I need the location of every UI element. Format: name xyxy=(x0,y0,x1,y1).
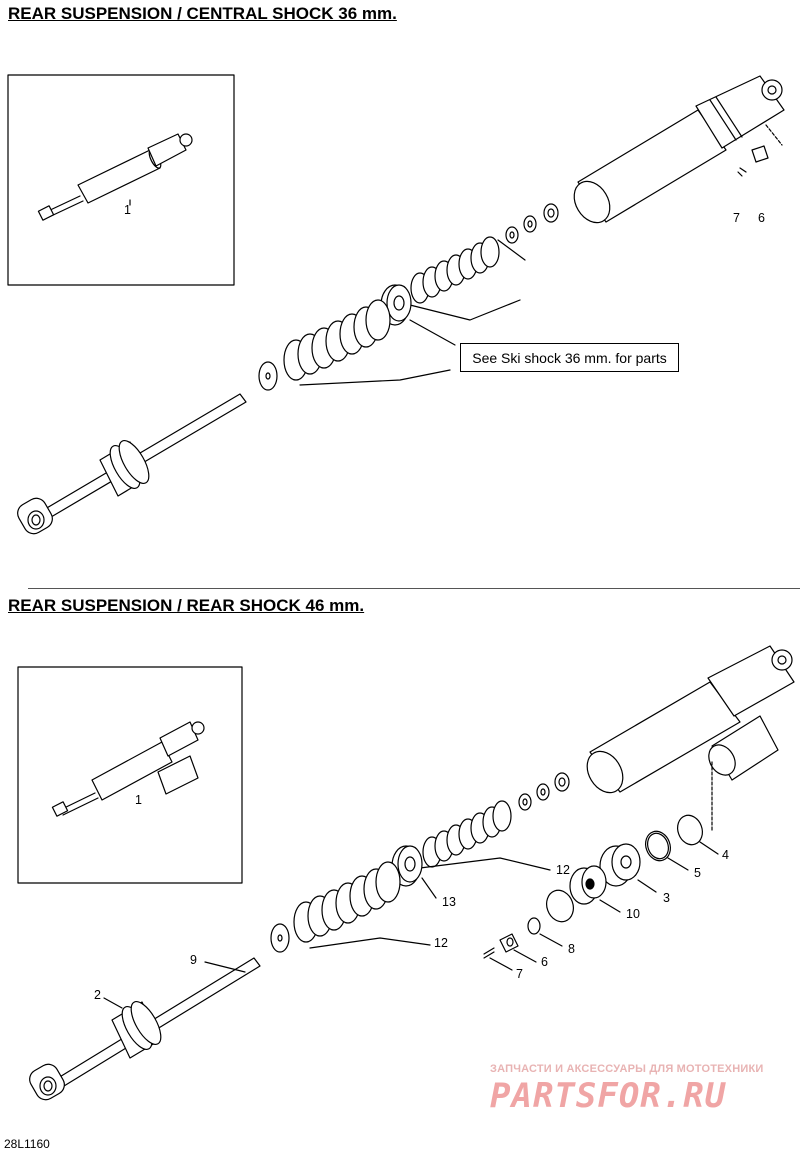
seal-ring-4 xyxy=(677,814,703,846)
cap-3 xyxy=(599,843,641,887)
ref-label: 6 xyxy=(758,211,765,225)
shock-body-top xyxy=(573,75,785,224)
ref-label: 7 xyxy=(516,967,523,981)
shaft-assembly-bottom xyxy=(29,957,261,1101)
ref-label: 2 xyxy=(94,988,101,1002)
washer-bottom xyxy=(270,923,290,953)
leader-spring-small-bottom xyxy=(419,857,551,871)
watermark-tagline: ЗАПЧАСТИ И АКСЕССУАРЫ ДЛЯ МОТОТЕХНИКИ xyxy=(490,1063,764,1075)
spring-small-top xyxy=(410,236,500,304)
ref-label: 6 xyxy=(541,955,548,969)
ref-label: 13 xyxy=(442,895,456,909)
washer-top xyxy=(258,361,278,391)
shock-body-bottom xyxy=(586,645,795,831)
ref-label: 12 xyxy=(556,863,570,877)
bolt-top xyxy=(737,145,769,177)
ref-label: 9 xyxy=(190,953,197,967)
spring-large-bottom xyxy=(293,861,401,943)
leader-spring-large-top xyxy=(299,369,451,386)
ref-label: 3 xyxy=(663,891,670,905)
ref-label: 8 xyxy=(568,942,575,956)
ref-label: 1 xyxy=(124,203,131,217)
leader-9 xyxy=(204,961,246,973)
nut-washers-bottom xyxy=(518,772,570,811)
nut-washers-top xyxy=(505,203,559,244)
inset-shock-top xyxy=(37,133,193,221)
spring-small-bottom xyxy=(422,800,512,868)
leader-2 xyxy=(103,997,123,1009)
see-ski-shock-callout: See Ski shock 36 mm. for parts xyxy=(460,343,679,372)
inset-box-top xyxy=(7,74,235,286)
piston-10 xyxy=(569,865,607,905)
inset-box-bottom xyxy=(17,666,243,884)
ref-label: 5 xyxy=(694,866,701,880)
ref-label: 1 xyxy=(135,793,142,807)
section-divider xyxy=(28,588,800,589)
seal-ring-5 xyxy=(645,830,671,862)
ref-label: 4 xyxy=(722,848,729,862)
shaft-assembly-top xyxy=(17,393,247,535)
document-id: 28L1160 xyxy=(4,1137,50,1151)
leader-spring-large-bottom xyxy=(309,937,431,949)
oring-8 xyxy=(527,917,541,935)
section-title-central-shock: REAR SUSPENSION / CENTRAL SHOCK 36 mm. xyxy=(8,4,397,23)
section-title-rear-shock: REAR SUSPENSION / REAR SHOCK 46 mm. xyxy=(8,596,365,615)
screw-7 xyxy=(483,947,495,959)
inset-shock-bottom xyxy=(51,721,205,817)
ref-label: 12 xyxy=(434,936,448,950)
valve-6 xyxy=(499,933,519,953)
spring-large-top xyxy=(283,299,391,381)
ref-label: 10 xyxy=(626,907,640,921)
leader-spring-small-top xyxy=(409,299,521,321)
ref-label: 7 xyxy=(733,211,740,225)
watermark-logo: PARTSFOR.RU xyxy=(490,1076,727,1116)
ring-10 xyxy=(546,889,574,923)
